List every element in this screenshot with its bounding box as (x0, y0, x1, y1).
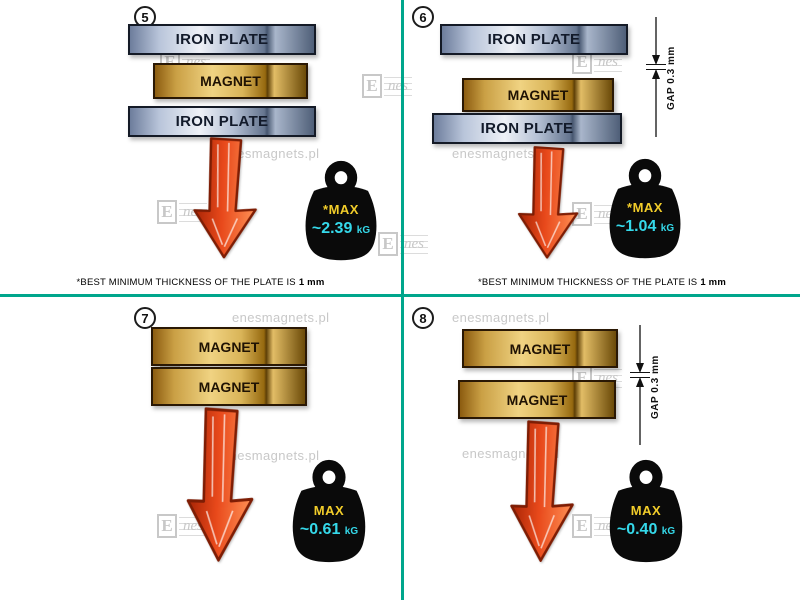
weight-unit: kG (344, 525, 359, 537)
watermark-site: enesmagnets.pl (452, 146, 550, 161)
horizontal-divider (0, 294, 800, 297)
magnet-label: MAGNET (507, 87, 569, 103)
watermark-site: enesmagnets.pl (222, 146, 320, 161)
weight-max-label: MAX (313, 503, 345, 518)
enes-logo-watermark: E nes (378, 232, 428, 256)
magnet-label: MAGNET (509, 340, 571, 357)
pull-force-arrow-icon (506, 145, 590, 263)
magnet-label: MAGNET (198, 378, 260, 395)
magnet: MAGNET (462, 78, 614, 112)
watermark-site: enesmagnets.pl (222, 448, 320, 463)
enes-logo-e: E (572, 514, 592, 538)
gap-dimension-arrows-icon (628, 325, 652, 445)
panel-5: 5 IRON PLATE MAGNET IRON PLATE *MAX ~2.3… (0, 0, 401, 294)
iron-plate-label: IRON PLATE (175, 31, 269, 48)
enes-logo-nes: nes (594, 52, 622, 72)
weight-value: ~0.40 kG (600, 520, 692, 541)
iron-plate-top: IRON PLATE (128, 24, 316, 55)
gap-label: GAP 0.3 mm (650, 355, 661, 419)
panel-6: 6 IRON PLATE GAP 0.3 mm MAGNET IRON PLAT… (404, 0, 800, 294)
weight-kettlebell: *MAX ~1.04 kG (600, 156, 690, 261)
magnet-label: MAGNET (198, 338, 260, 355)
iron-plate-top: IRON PLATE (440, 24, 628, 55)
magnet-label: MAGNET (200, 73, 261, 89)
weight-kettlebell: MAX ~0.61 kG (283, 457, 375, 565)
panel-number: 8 (412, 307, 434, 329)
footnote-text: *BEST MINIMUM THICKNESS OF THE PLATE IS (478, 277, 698, 288)
magnet-bottom: MAGNET (151, 367, 307, 406)
weight-value: ~2.39 kG (296, 219, 386, 240)
panel-7: 7 MAGNET MAGNET MAX ~0.61 kG (0, 297, 401, 600)
vertical-divider (401, 0, 404, 600)
iron-plate-bottom: IRON PLATE (432, 113, 622, 144)
magnet: MAGNET (153, 63, 308, 99)
enes-logo-e: E (157, 514, 177, 538)
weight-labels: MAX ~0.61 kG (283, 503, 375, 541)
weight-number: ~2.39 (311, 219, 353, 237)
enes-logo-e: E (378, 232, 398, 256)
iron-plate-label: IRON PLATE (480, 120, 574, 137)
enes-logo-nes: nes (400, 234, 428, 254)
magnet-top: MAGNET (151, 327, 307, 366)
footnote-bold: 1 mm (700, 277, 726, 288)
panel-8: 8 MAGNET GAP 0.3 mm MAGNET MAX ~0.40 kG (404, 297, 800, 600)
weight-unit: kG (660, 222, 675, 234)
magnet-label: MAGNET (506, 391, 568, 408)
weight-labels: *MAX ~1.04 kG (600, 200, 690, 238)
weight-value: ~0.61 kG (283, 520, 375, 541)
panel-number: 7 (134, 307, 156, 329)
weight-labels: MAX ~0.40 kG (600, 503, 692, 541)
enes-logo-e: E (157, 200, 177, 224)
enes-logo-e: E (362, 74, 382, 98)
watermark-site: enesmagnets.pl (452, 310, 550, 325)
weight-max-label: *MAX (323, 202, 359, 217)
pull-force-arrow-icon (497, 419, 586, 567)
weight-value: ~1.04 kG (600, 217, 690, 238)
gap-dimension-arrows-icon (644, 17, 668, 137)
weight-labels: *MAX ~2.39 kG (296, 202, 386, 240)
iron-plate-bottom: IRON PLATE (128, 106, 316, 137)
footnote-text: *BEST MINIMUM THICKNESS OF THE PLATE IS (76, 277, 296, 288)
weight-kettlebell: MAX ~0.40 kG (600, 457, 692, 565)
weight-number: ~1.04 (615, 217, 657, 235)
gap-label: GAP 0.3 mm (666, 46, 677, 110)
pull-force-arrow-icon (173, 406, 266, 567)
panel-number: 6 (412, 6, 434, 28)
enes-logo-watermark: E nes (362, 74, 412, 98)
iron-plate-label: IRON PLATE (487, 31, 581, 48)
weight-max-label: *MAX (627, 200, 663, 215)
magnet-bottom: MAGNET (458, 380, 616, 419)
weight-max-label: MAX (630, 503, 662, 518)
weight-unit: kG (661, 525, 676, 537)
weight-unit: kG (356, 224, 371, 236)
magnet-top: MAGNET (462, 329, 618, 368)
footnote-bold: 1 mm (298, 277, 325, 288)
watermark-site: enesmagnets.pl (232, 310, 330, 325)
weight-kettlebell: *MAX ~2.39 kG (296, 158, 386, 263)
weight-number: ~0.40 (616, 520, 658, 538)
pull-force-arrow-icon (181, 136, 269, 263)
weight-number: ~0.61 (299, 520, 341, 538)
iron-plate-label: IRON PLATE (175, 113, 269, 130)
